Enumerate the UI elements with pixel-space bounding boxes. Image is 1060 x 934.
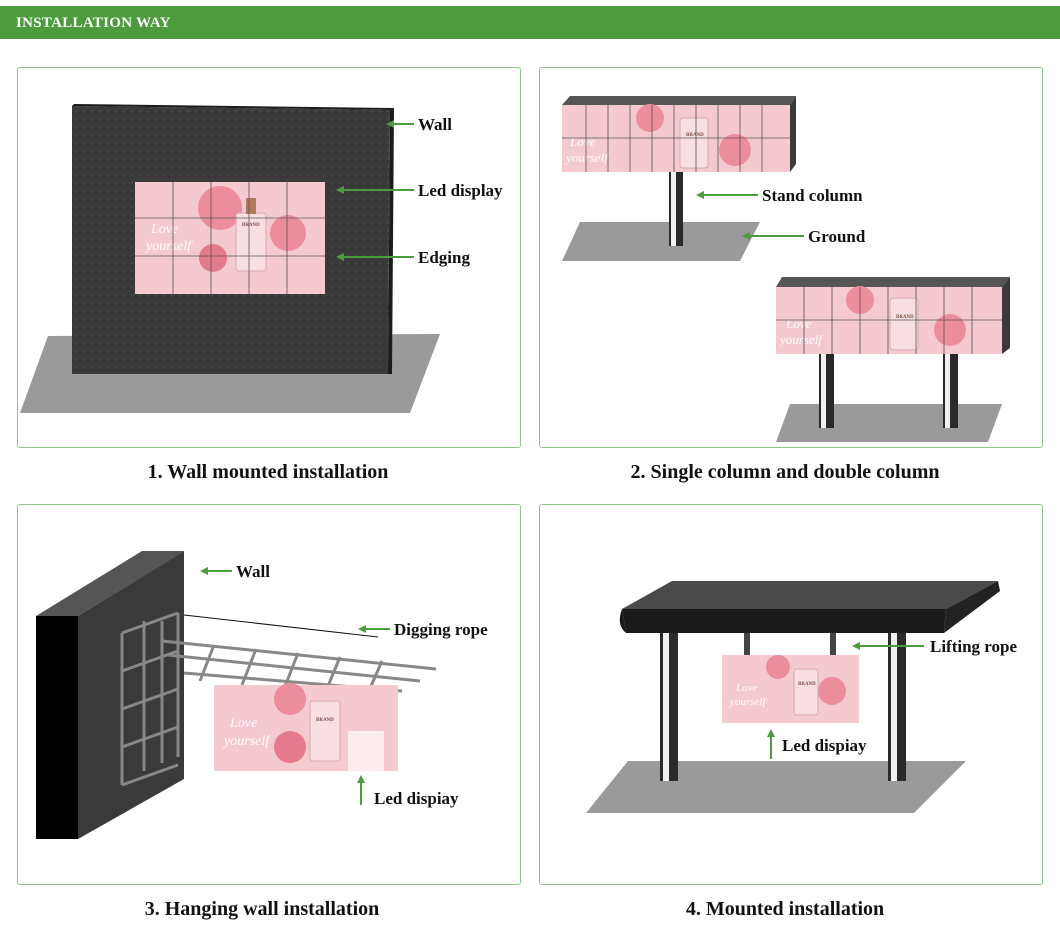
led-display-ad: Love yourself BRAND — [135, 182, 325, 294]
label-edging: Edging — [418, 248, 470, 267]
label-wall: Wall — [418, 115, 452, 134]
wall-front — [36, 616, 78, 839]
caption-panel-3: 3. Hanging wall installation — [144, 898, 380, 920]
label-wall: Wall — [236, 562, 270, 581]
column-diagram: Love yourself BRAND Love yours — [562, 96, 1010, 442]
scaffold-frame — [120, 611, 180, 787]
lifting-rope-right — [830, 633, 836, 657]
mounted-led-ad: Love yourself BRAND — [722, 655, 859, 723]
ad-text-1: Love — [150, 222, 178, 237]
ad-text-2: yourself — [729, 696, 767, 708]
ad-text-2: yourself — [144, 239, 193, 254]
label-lifting-rope: Lifting rope — [930, 637, 1018, 656]
ad-text-2: yourself — [564, 150, 610, 165]
ground-plane-single — [562, 222, 760, 261]
wall-mounted-diagram: Love yourself BRAND Wall Led display Edg… — [20, 104, 503, 413]
label-digging-rope: Digging rope — [394, 620, 488, 639]
hanging-wall-diagram: Love yourself BRAND Wall Digging rope Le… — [36, 551, 488, 839]
ad-brand: BRAND — [896, 315, 914, 320]
ground-plane-double — [776, 404, 1002, 442]
label-led-display: Led dispiay — [782, 736, 867, 755]
caption-panel-4: 4. Mounted installation — [685, 898, 885, 920]
panel-wall-mounted: Love yourself BRAND Wall Led display Edg… — [17, 67, 521, 448]
label-led-display: Led display — [418, 181, 503, 200]
digging-rope-line — [183, 614, 379, 638]
wall-side — [78, 551, 184, 839]
ad-text-1: Love — [735, 682, 758, 694]
label-stand-column: Stand column — [762, 186, 863, 205]
ad-text-2: yourself — [222, 734, 271, 749]
ad-text-1: Love — [785, 316, 812, 331]
canopy-roof — [622, 581, 998, 609]
ad-brand: BRAND — [798, 682, 816, 687]
ad-brand: BRAND — [316, 718, 334, 723]
mounted-diagram: Love yourself BRAND Lifting rope Led dis… — [586, 581, 1018, 813]
ad-text-2: yourself — [778, 332, 824, 347]
label-led-display: Led dispiay — [374, 789, 459, 808]
hanging-led-ad: Love yourself BRAND — [214, 683, 398, 771]
ground-plane — [586, 761, 966, 813]
ad-text-1: Love — [229, 716, 257, 731]
caption-panel-1: 1. Wall mounted installation — [147, 461, 389, 483]
section-header: INSTALLATION WAY — [0, 6, 1060, 39]
ad-brand: BRAND — [242, 223, 260, 228]
panel-column: Love yourself BRAND Love yours — [539, 67, 1043, 448]
single-sign-ad: Love yourself BRAND — [562, 104, 790, 172]
ad-text-1: Love — [569, 134, 596, 149]
ad-brand: BRAND — [686, 133, 704, 138]
label-ground: Ground — [808, 227, 866, 246]
panel-hanging-wall: Love yourself BRAND Wall Digging rope Le… — [17, 504, 521, 885]
lifting-rope-left — [744, 633, 750, 657]
panel-mounted: Love yourself BRAND Lifting rope Led dis… — [539, 504, 1043, 885]
caption-panel-2: 2. Single column and double column — [630, 461, 940, 483]
double-sign-ad: Love yourself BRAND — [776, 286, 1002, 354]
section-title: INSTALLATION WAY — [16, 15, 171, 31]
